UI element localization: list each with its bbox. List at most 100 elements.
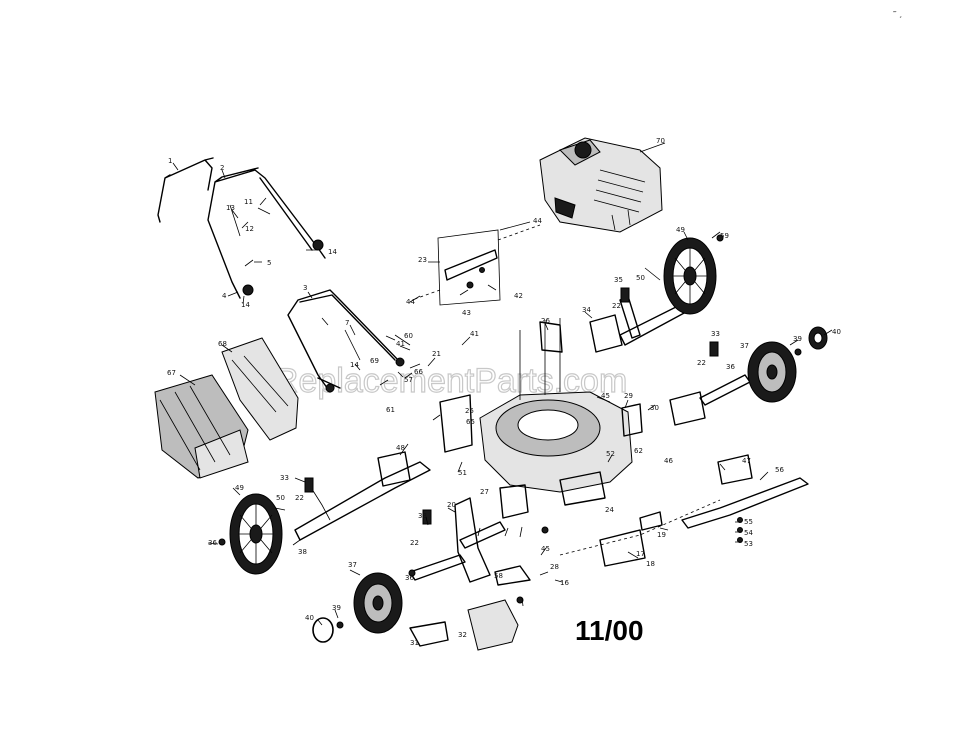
- callout-53: 53: [744, 540, 753, 548]
- callout-33-b: 33: [418, 512, 427, 520]
- callout-62: 62: [634, 447, 643, 455]
- callout-36-b: 36: [208, 539, 217, 547]
- callout-31: 31: [410, 639, 419, 647]
- callout-14-c: 14: [350, 361, 359, 369]
- callout-22-a: 22: [295, 494, 304, 502]
- callout-18: 18: [646, 560, 655, 568]
- callout-41-b: 41: [396, 340, 405, 348]
- callout-5: 5: [267, 259, 271, 267]
- callout-17: 17: [636, 550, 645, 558]
- callout-16: 16: [560, 579, 569, 587]
- rear-right-wheel: [747, 341, 797, 403]
- callout-28: 28: [550, 563, 559, 571]
- callout-55: 55: [744, 518, 753, 526]
- lower-bracket-assembly: [409, 484, 529, 583]
- springs-and-bolts: [218, 234, 802, 629]
- callout-38: 38: [298, 548, 307, 556]
- callout-59: 59: [720, 232, 729, 240]
- callout-58: 58: [494, 572, 503, 580]
- callout-45-b: 45: [601, 392, 610, 400]
- callout-50-a: 50: [276, 494, 285, 502]
- callout-34: 34: [582, 306, 591, 314]
- callout-41-a: 41: [470, 330, 479, 338]
- callout-39-a: 39: [332, 604, 341, 612]
- engine: [539, 137, 663, 233]
- date-code: 11/00: [575, 615, 644, 646]
- callout-21: 21: [432, 350, 441, 358]
- callout-12: 12: [245, 225, 254, 233]
- callout-32: 32: [458, 631, 467, 639]
- chute-and-flap-parts: [409, 511, 663, 651]
- front-axle: [294, 451, 431, 541]
- callout-24: 24: [605, 506, 614, 514]
- callout-2: 2: [220, 164, 224, 172]
- callout-29: 29: [624, 392, 633, 400]
- callout-26: 26: [541, 317, 550, 325]
- callout-51: 51: [458, 469, 467, 477]
- upper-handle-assembly: [157, 157, 326, 299]
- callout-23: 23: [418, 256, 427, 264]
- callout-56: 56: [775, 466, 784, 474]
- callout-3: 3: [303, 284, 307, 292]
- callout-33-a: 33: [711, 330, 720, 338]
- callout-61: 61: [386, 406, 395, 414]
- callout-37-a: 37: [348, 561, 357, 569]
- callout-14-a: 14: [328, 248, 337, 256]
- callout-70: 70: [656, 137, 665, 145]
- callout-27: 27: [480, 488, 489, 496]
- callout-46: 46: [664, 457, 673, 465]
- blade-assembly: [559, 454, 809, 556]
- callout-22-b: 22: [612, 302, 621, 310]
- callout-50-b: 50: [636, 274, 645, 282]
- callout-22-d: 22: [410, 539, 419, 547]
- callout-13: 13: [226, 204, 235, 212]
- mower-deck: [439, 318, 643, 506]
- callout-49-b: 49: [676, 226, 685, 234]
- front-right-wheel: [353, 572, 403, 634]
- callout-39-b: 39: [793, 335, 802, 343]
- callout-37-b: 37: [740, 342, 749, 350]
- callout-36-c: 36: [726, 363, 735, 371]
- hubcaps: [312, 326, 828, 643]
- callout-11: 11: [244, 198, 253, 206]
- callout-22-c: 22: [697, 359, 706, 367]
- callout-48: 48: [396, 444, 405, 452]
- callout-40-b: 40: [832, 328, 841, 336]
- callout-leader-lines: [172, 142, 833, 626]
- callout-30: 30: [650, 404, 659, 412]
- callout-7: 7: [345, 319, 349, 327]
- callout-65: 65: [466, 418, 475, 426]
- callout-19: 19: [657, 531, 666, 539]
- callout-42: 42: [514, 292, 523, 300]
- callout-57: 57: [404, 376, 413, 384]
- lower-handle-assembly: [287, 289, 411, 393]
- callout-14-b: 14: [241, 301, 250, 309]
- callout-43: 43: [462, 309, 471, 317]
- callout-54: 54: [744, 529, 753, 537]
- grass-catcher-bag: [154, 337, 299, 479]
- callout-25: 25: [465, 407, 474, 415]
- callout-47: 47: [742, 457, 751, 465]
- corner-marks: ‴ ¸: [893, 10, 902, 18]
- callout-1: 1: [168, 157, 172, 165]
- callout-36-a: 36: [405, 574, 414, 582]
- callout-45-a: 45: [541, 545, 550, 553]
- callout-numbers: 1 2 3 4 5 7 11 12 13 14 14 14 16 17 18 1…: [167, 137, 841, 647]
- callout-67: 67: [167, 369, 176, 377]
- callout-44-a: 44: [533, 217, 542, 225]
- callout-20: 20: [447, 501, 456, 509]
- callout-66: 66: [414, 368, 423, 376]
- callout-68: 68: [218, 340, 227, 348]
- callout-52: 52: [606, 450, 615, 458]
- callout-69: 69: [370, 357, 379, 365]
- callout-4: 4: [222, 292, 227, 300]
- callout-60: 60: [404, 332, 413, 340]
- callout-49-a: 49: [235, 484, 244, 492]
- callout-44-b: 44: [406, 298, 415, 306]
- front-left-wheel: [229, 493, 283, 575]
- callout-35: 35: [614, 276, 623, 284]
- callout-40-a: 40: [305, 614, 314, 622]
- callout-33-c: 33: [280, 474, 289, 482]
